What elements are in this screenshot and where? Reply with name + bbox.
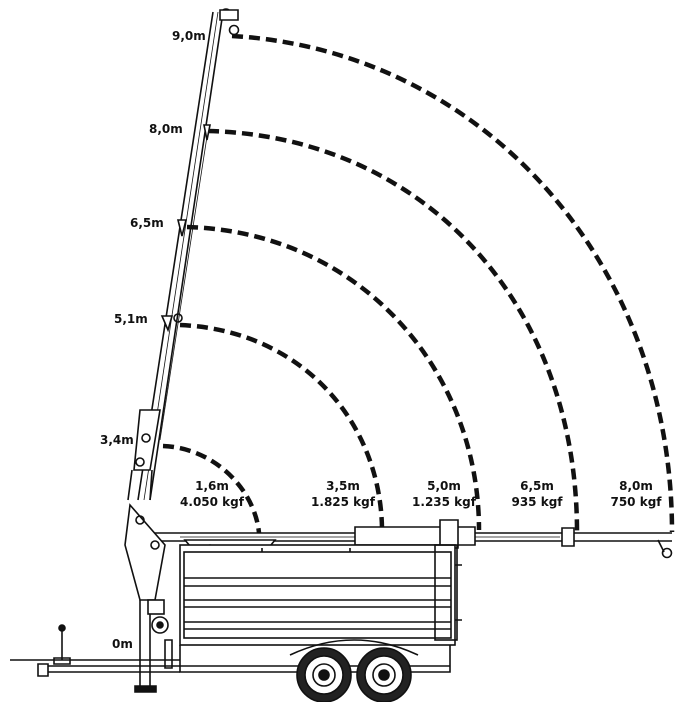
wheels <box>289 639 419 702</box>
arc-3-4m <box>162 443 262 534</box>
arc-9-0m <box>231 33 675 533</box>
height-label-6-5m: 6,5m <box>130 216 164 230</box>
reach-labels: 1,6m 4.050 kgf 3,5m 1.825 kgf 5,0m 1.235… <box>180 479 662 509</box>
reach-load-8-0m: 750 kgf <box>610 495 662 509</box>
height-label-3-4m: 3,4m <box>100 433 134 447</box>
arc-6-5m <box>186 224 482 531</box>
height-label-0m: 0m <box>112 637 133 651</box>
wheel-front <box>296 647 352 702</box>
wheel-rear <box>356 647 412 702</box>
reach-distance-1-6m: 1,6m <box>195 479 229 493</box>
arc-8-0m <box>207 128 580 533</box>
reach-load-1-6m: 4.050 kgf <box>180 495 245 509</box>
reach-distance-3-5m: 3,5m <box>326 479 360 493</box>
reach-distance-6-5m: 6,5m <box>520 479 554 493</box>
height-label-5-1m: 5,1m <box>114 312 148 326</box>
trailer-body <box>179 544 462 646</box>
height-labels: 9,0m 8,0m 6,5m 5,1m 3,4m 0m <box>100 29 206 651</box>
horizontal-boom <box>124 503 673 601</box>
reach-distance-5-0m: 5,0m <box>427 479 461 493</box>
height-label-8-0m: 8,0m <box>149 122 183 136</box>
reach-arcs <box>162 33 675 534</box>
arc-5-1m <box>179 322 385 529</box>
reach-load-5-0m: 1.235 kgf <box>412 495 477 509</box>
reach-load-6-5m: 935 kgf <box>511 495 563 509</box>
reach-load-3-5m: 1.825 kgf <box>311 495 376 509</box>
height-label-9-0m: 9,0m <box>172 29 206 43</box>
reach-distance-8-0m: 8,0m <box>619 479 653 493</box>
vertical-boom <box>127 8 240 501</box>
